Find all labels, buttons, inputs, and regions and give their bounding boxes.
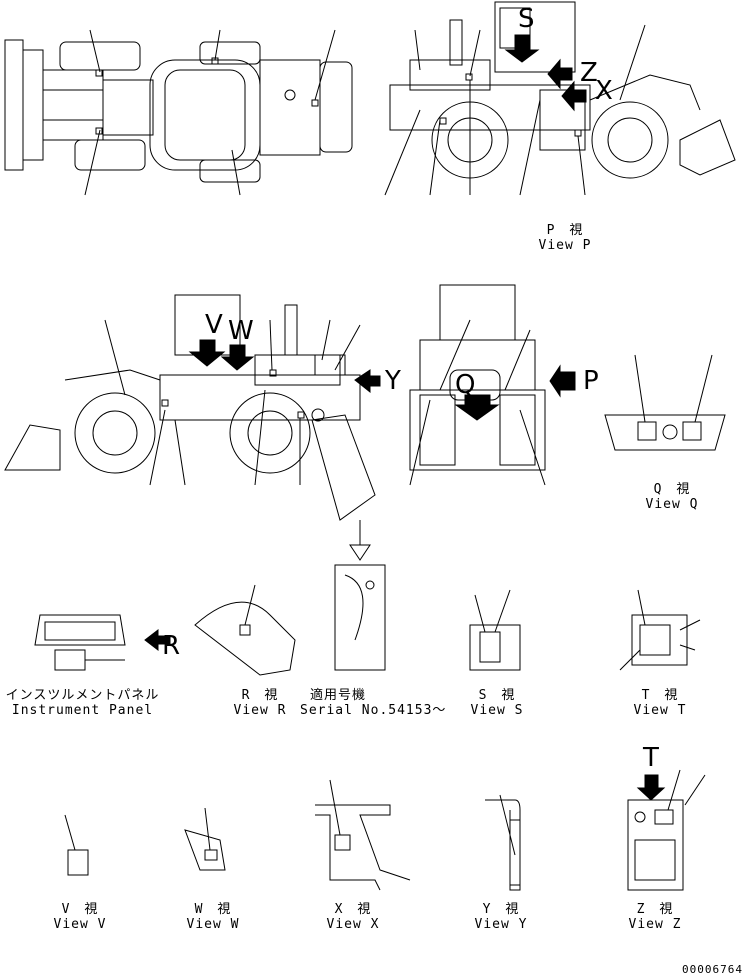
marker-w-side: W — [228, 316, 254, 346]
x-view — [315, 779, 411, 891]
view-q-en: View Q — [645, 497, 699, 512]
marker-r: R — [162, 631, 181, 661]
y-view — [485, 794, 521, 891]
s-view — [469, 589, 521, 671]
marker-t: T — [643, 743, 659, 773]
view-y-en: View Y — [474, 917, 528, 932]
view-s-label: S 視 View S — [462, 688, 532, 718]
view-t-jp: T 視 — [641, 688, 679, 703]
marker-s-top: S — [518, 4, 535, 34]
view-s-en: View S — [470, 703, 524, 718]
view-v-label: V 視 View V — [45, 902, 115, 932]
marker-z-top: Z — [580, 58, 598, 88]
view-r-en: View R — [233, 703, 287, 718]
serial-view — [334, 564, 386, 671]
view-r-label: R 視 View R — [225, 688, 295, 718]
view-p-en: View P — [538, 238, 592, 253]
view-t-label: T 視 View T — [625, 688, 695, 718]
view-y-jp: Y 視 — [482, 902, 520, 917]
instrument-panel-en: Instrument Panel — [11, 703, 154, 718]
view-z-en: View Z — [628, 917, 682, 932]
side-view-right — [384, 1, 736, 196]
view-t-en: View T — [633, 703, 687, 718]
r-view — [194, 584, 296, 676]
t-view — [619, 589, 701, 671]
view-w-label: W 視 View W — [178, 902, 248, 932]
view-r-jp: R 視 — [241, 688, 279, 703]
v-view — [64, 814, 89, 876]
instrument-panel-drawing — [34, 614, 171, 671]
view-q-label: Q 視 View Q — [637, 482, 707, 512]
marker-x-top: X — [595, 76, 613, 106]
serial-en: Serial No.54153～ — [300, 703, 447, 718]
z-view — [627, 769, 706, 891]
view-x-en: View X — [326, 917, 380, 932]
view-p-label: P 視 View P — [530, 223, 600, 253]
marker-q-front: Q — [455, 370, 476, 400]
view-p-jp: P 視 — [546, 223, 584, 238]
view-w-jp: W 視 — [194, 902, 232, 917]
w-view — [184, 807, 226, 871]
marker-y: Y — [385, 366, 401, 396]
view-v-jp: V 視 — [61, 902, 99, 917]
view-x-label: X 視 View X — [318, 902, 388, 932]
drawing-number: 00006764 — [682, 963, 743, 976]
top-plan-view — [4, 29, 353, 196]
view-x-jp: X 視 — [334, 902, 372, 917]
view-w-en: View W — [186, 917, 240, 932]
view-s-jp: S 視 — [478, 688, 516, 703]
instrument-panel-jp: インスツルメントパネル — [5, 688, 160, 703]
view-v-en: View V — [53, 917, 107, 932]
marker-p: P — [583, 366, 599, 396]
rear-view — [409, 284, 576, 486]
view-q-jp: Q 視 — [653, 482, 691, 497]
marker-v-side: V — [205, 310, 223, 340]
q-view — [604, 354, 726, 451]
side-view-left — [4, 294, 381, 561]
view-z-jp: Z 視 — [636, 902, 674, 917]
instrument-panel-label: インスツルメントパネル Instrument Panel — [5, 688, 160, 718]
view-y-label: Y 視 View Y — [466, 902, 536, 932]
serial-jp: 適用号機 — [310, 688, 367, 703]
serial-label: 適用号機 Serial No.54153～ — [300, 688, 460, 718]
view-z-label: Z 視 View Z — [620, 902, 690, 932]
